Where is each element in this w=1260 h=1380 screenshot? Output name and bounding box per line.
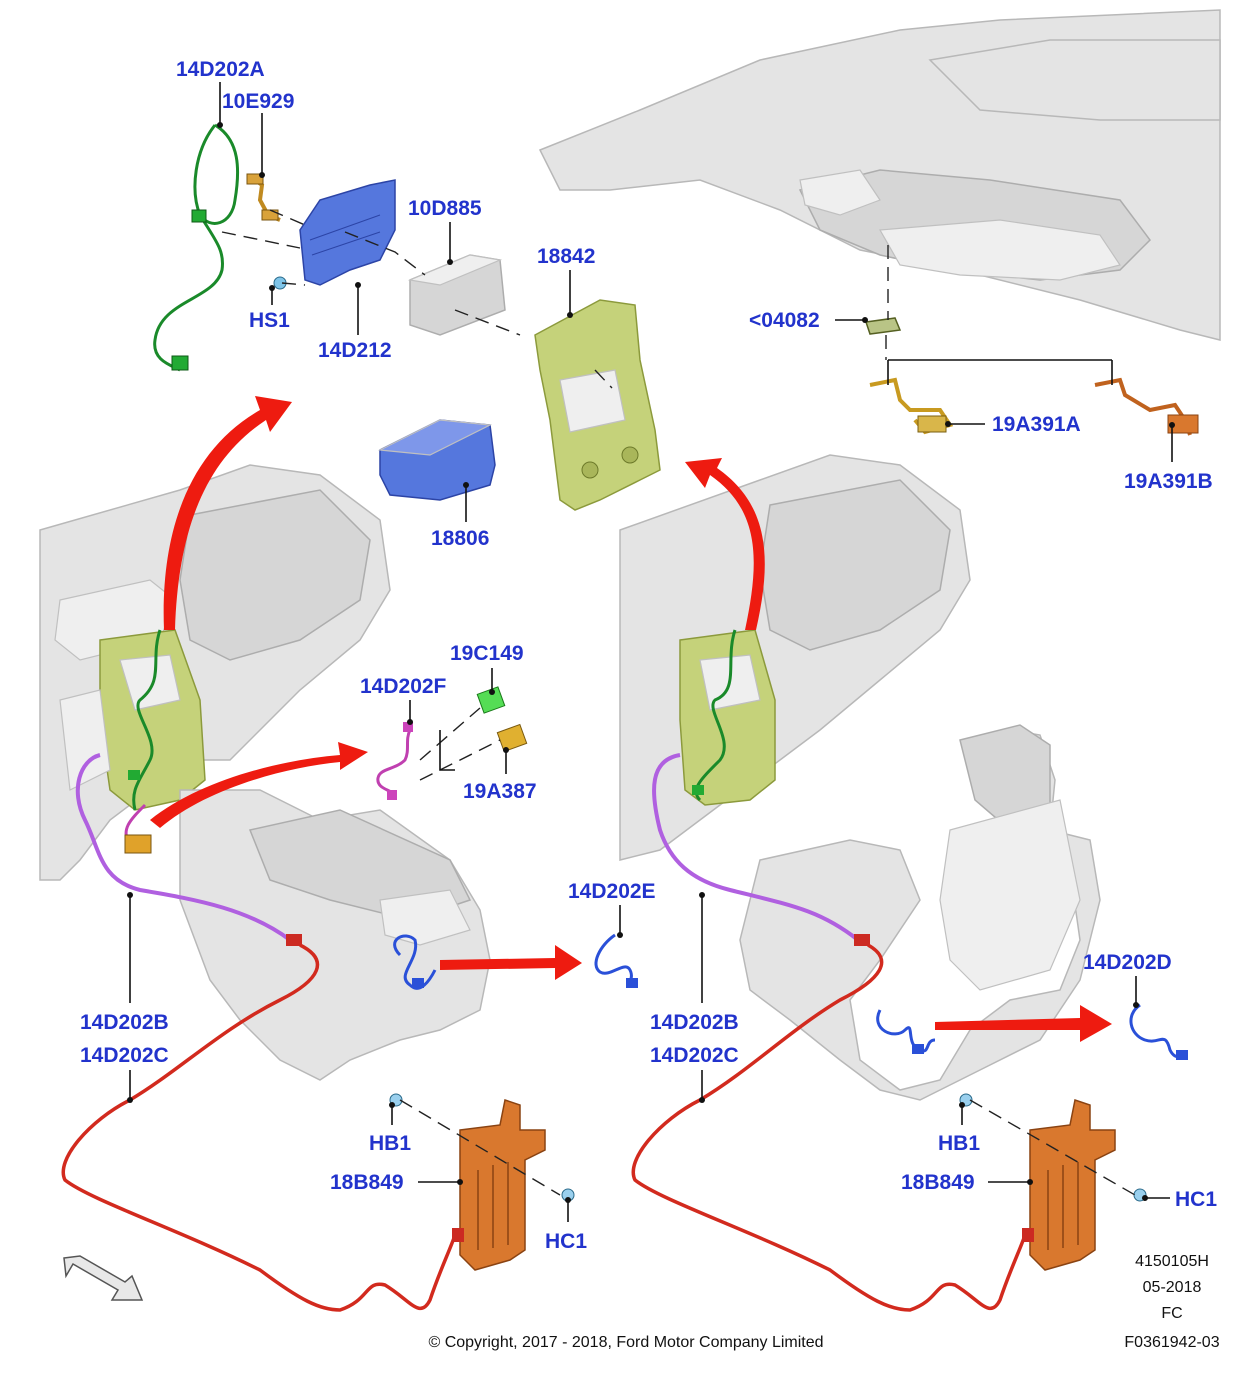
arrow-to-14d202e xyxy=(440,945,582,980)
label-14D202B-left: 14D202B xyxy=(80,1011,169,1034)
part-19A391B xyxy=(1094,377,1199,436)
label-14D212: 14D212 xyxy=(318,339,392,362)
arrow-to-14d202d xyxy=(935,1005,1112,1042)
assembly-lines xyxy=(221,209,1136,1196)
label-10D885: 10D885 xyxy=(408,197,482,220)
module-10D885 xyxy=(407,254,506,336)
flow-arrows xyxy=(150,396,1112,1042)
harness-blue-seat-right xyxy=(876,1009,936,1054)
label-10E929: 10E929 xyxy=(222,90,294,113)
footer: 4150105H 05-2018 FC F0361942-03 © Copyri… xyxy=(428,1253,1219,1351)
part-04082 xyxy=(865,317,902,335)
label-19C149: 19C149 xyxy=(450,642,524,665)
label-04082: <04082 xyxy=(749,309,820,332)
diagram-date: 05-2018 xyxy=(1143,1279,1202,1296)
dashboard-left xyxy=(39,464,491,1081)
diagram-figure-id: F0361942-03 xyxy=(1124,1334,1219,1351)
dashboard-right xyxy=(619,454,1101,1101)
part-19A387 xyxy=(496,723,528,753)
label-18806: 18806 xyxy=(431,527,489,550)
copyright-notice: © Copyright, 2017 - 2018, Ford Motor Com… xyxy=(428,1334,823,1351)
harness-blue-console-left xyxy=(393,934,437,990)
label-14D202E: 14D202E xyxy=(568,880,656,903)
label-19A391A: 19A391A xyxy=(992,413,1081,436)
leaders xyxy=(127,82,1175,1222)
bracket-18B849-right xyxy=(1029,1099,1116,1271)
arrow-to-headliner xyxy=(685,458,765,630)
label-18842: 18842 xyxy=(537,245,595,268)
label-19A391B: 19A391B xyxy=(1124,470,1213,493)
harness-magenta-console-left xyxy=(124,803,152,854)
harness-14D202A xyxy=(153,123,240,372)
bezel-18842 xyxy=(534,299,661,511)
part-19A391A xyxy=(869,377,954,435)
label-HB1-right: HB1 xyxy=(938,1132,980,1155)
diagram-region: FC xyxy=(1161,1305,1182,1322)
label-14D202C-left: 14D202C xyxy=(80,1044,169,1067)
bracket-18B849-left xyxy=(459,1099,546,1271)
harness-green-dash-left xyxy=(128,629,162,811)
harness-red-left xyxy=(61,943,464,1312)
harness-14D202E xyxy=(594,933,638,988)
label-HC1-left: HC1 xyxy=(545,1230,587,1253)
harness-14D202F xyxy=(376,722,413,800)
front-arrow-icon xyxy=(63,1255,144,1301)
overhead-headliner xyxy=(538,9,1221,341)
harness-purple-left xyxy=(75,753,302,946)
harness-purple-right xyxy=(652,753,870,946)
label-14D202C-right: 14D202C xyxy=(650,1044,739,1067)
label-14D202D: 14D202D xyxy=(1083,951,1172,974)
label-14D202A: 14D202A xyxy=(176,58,265,81)
label-HB1-left: HB1 xyxy=(369,1132,411,1155)
label-HS1: HS1 xyxy=(249,309,290,332)
label-19A387: 19A387 xyxy=(463,780,537,803)
part-labels: 14D202A 10E929 10D885 18842 HS1 14D212 1… xyxy=(80,58,1217,1253)
harness-red-right xyxy=(631,943,1034,1312)
label-14D202B-right: 14D202B xyxy=(650,1011,739,1034)
arrow-to-radio xyxy=(163,396,292,630)
label-18B849-left: 18B849 xyxy=(330,1171,404,1194)
label-18B849-right: 18B849 xyxy=(901,1171,975,1194)
part-19C149 xyxy=(476,686,506,714)
arrow-to-19c149 xyxy=(150,742,368,828)
module-18806 xyxy=(377,419,496,501)
diagram-code: 4150105H xyxy=(1135,1253,1209,1270)
label-14D202F: 14D202F xyxy=(360,675,447,698)
harness-green-dash-right xyxy=(692,629,737,802)
harness-14D202D xyxy=(1129,1003,1188,1060)
harness-10E929 xyxy=(246,173,281,222)
label-HC1-right: HC1 xyxy=(1175,1188,1217,1211)
